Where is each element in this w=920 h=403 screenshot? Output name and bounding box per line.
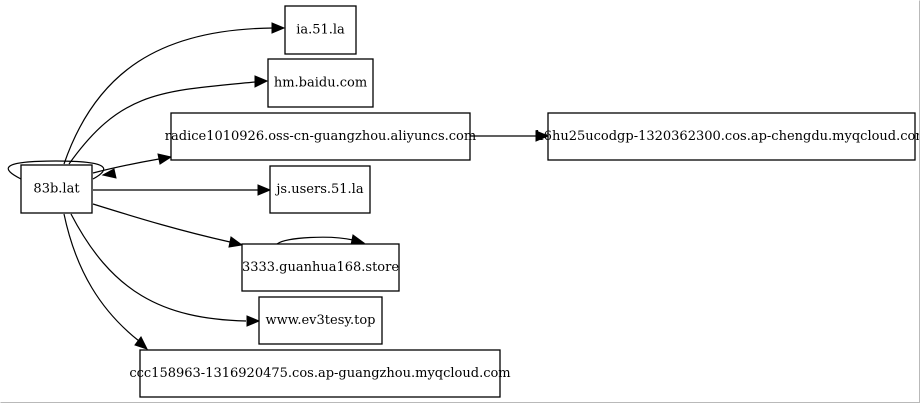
edge-root-to-radice [92, 158, 160, 174]
node-guanhua-label: 3333.guanhua168.store [242, 260, 399, 275]
node-jsusers[interactable]: js.users.51.la [269, 165, 371, 214]
node-root-label: 83b.lat [33, 182, 80, 197]
edge-root-to-ccc [63, 213, 140, 342]
arrowhead-ia51 [271, 22, 286, 34]
node-guanhua[interactable]: 3333.guanhua168.store [241, 243, 400, 292]
node-root[interactable]: 83b.lat [20, 164, 93, 214]
arrowhead-ev3tesy [246, 315, 261, 327]
edges [7, 22, 550, 350]
edge-root-to-ia51 [63, 27, 274, 165]
node-h6hu-label: h6hu25ucodgp-1320362300.cos.ap-chengdu.m… [535, 129, 919, 144]
arrowhead-radice [157, 153, 173, 165]
arrowhead-guanhua [228, 236, 244, 248]
arrowhead-h6hu [535, 130, 550, 142]
arrowhead-hmbaidu [254, 75, 269, 88]
node-ccc-label: ccc158963-1316920475.cos.ap-guangzhou.my… [129, 366, 510, 381]
arrowhead-ccc [134, 336, 148, 350]
node-ev3tesy[interactable]: www.ev3tesy.top [258, 296, 383, 345]
node-radice-label: radice1010926.oss-cn-guangzhou.aliyuncs.… [165, 129, 476, 144]
edge-root-to-ev3tesy [70, 213, 247, 322]
node-ccc[interactable]: ccc158963-1316920475.cos.ap-guangzhou.my… [129, 349, 511, 398]
node-hmbaidu[interactable]: hm.baidu.com [267, 58, 374, 108]
node-hmbaidu-label: hm.baidu.com [274, 76, 367, 91]
edge-guanhua-self-loop [276, 236, 354, 245]
node-radice[interactable]: radice1010926.oss-cn-guangzhou.aliyuncs.… [165, 112, 476, 161]
arrowhead-jsusers [257, 184, 272, 196]
node-jsusers-label: js.users.51.la [274, 182, 363, 197]
nodes: 83b.lat ia.51.la hm.baidu.com radice1010… [20, 5, 919, 398]
node-ia51[interactable]: ia.51.la [284, 5, 357, 55]
node-h6hu[interactable]: h6hu25ucodgp-1320362300.cos.ap-chengdu.m… [535, 112, 919, 161]
edge-root-to-hmbaidu [68, 81, 256, 165]
edge-root-to-guanhua [92, 203, 231, 243]
node-ia51-label: ia.51.la [296, 23, 345, 38]
arrowhead-radice-to-root [101, 168, 117, 179]
node-ev3tesy-label: www.ev3tesy.top [266, 313, 376, 328]
